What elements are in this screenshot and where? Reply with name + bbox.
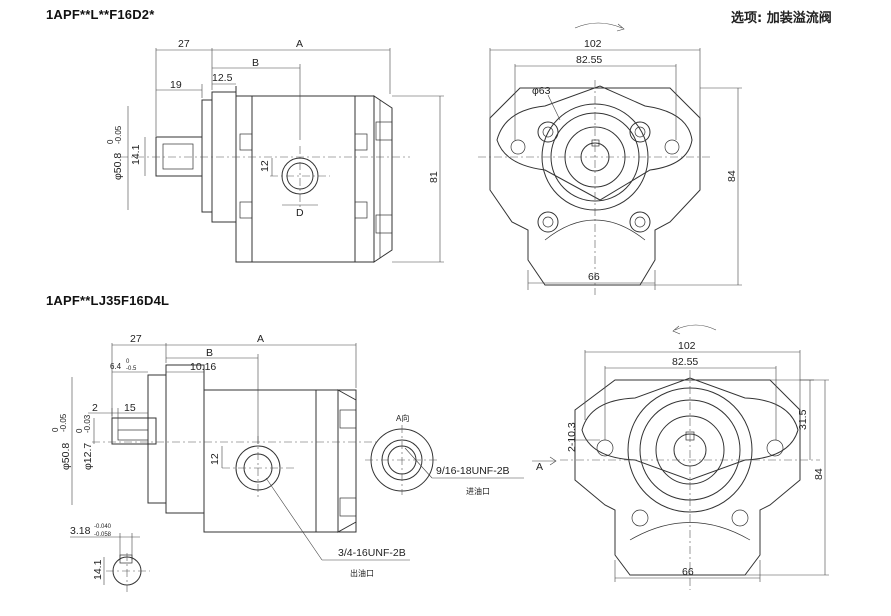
bottom-front-dim-66: 66 [682,566,694,578]
bottom-front-view: 102 82.55 2-10.3 A 31.5 84 66 [532,324,829,590]
top-dim-81: 81 [428,171,440,183]
bottom-dim-a: A [257,333,264,345]
key-dim-3-18-tol-top: -0.040 [94,524,112,530]
top-side-view: 27 A 19 B 12.5 14.1 φ50.8 0 -0.05 12 D 8… [106,38,444,263]
top-model-title: 1APF**L**F16D2* [46,7,155,22]
bottom-dim-6-4-tol-top: 0 [126,359,130,365]
bottom-front-view-arrow-label: A [536,461,543,473]
bottom-dim-key-tol-top: 0 [75,428,84,433]
bottom-dim-shaft-tol-bot: -0.05 [59,413,68,432]
bottom-outlet-thread: 3/4-16UNF-2B [338,547,406,559]
top-shaft-key [162,143,194,170]
bottom-dim-12: 12 [209,453,221,465]
top-dim-shaft: φ50.8 [112,153,124,180]
key-dim-3-18: 3.18 [70,525,91,537]
detail-inlet-label: 进油口 [466,486,490,496]
key-dim-3-18-tol-bot: -0.058 [94,532,112,538]
bottom-flange-ring [147,374,167,504]
bottom-front-dim-2-10-3: 2-10.3 [566,422,578,452]
bottom-dim-6-4: 6.4 [110,362,122,371]
detail-inlet-thread: 9/16-18UNF-2B [436,465,510,477]
top-dim-d: D [296,207,304,219]
top-pump-body [235,95,375,263]
top-front-dim-82-55: 82.55 [576,54,602,66]
top-front-dim-102: 102 [584,38,602,50]
bottom-shaft [111,417,157,445]
bottom-dim-10-16: 10.16 [190,361,216,373]
bottom-front-dim-84: 84 [813,468,825,480]
bottom-front-flange [581,377,799,481]
top-dim-12: 12 [259,160,271,172]
bottom-dim-key: φ12.7 [82,443,94,470]
bottom-mount-flange [165,364,205,514]
top-front-dim-84: 84 [726,170,738,182]
bottom-pump-body [203,389,357,533]
top-front-view: 102 82.55 φ63 84 66 [478,22,742,295]
top-dim-a: A [296,38,303,50]
bottom-model-title: 1APF**LJ35F16D4L [46,293,170,308]
top-dim-shaft-tol-top: 0 [106,139,115,144]
bottom-dim-27: 27 [130,333,142,345]
bottom-dim-shaft: φ50.8 [60,443,72,470]
bottom-dim-key-tol-bot: -0.03 [83,414,92,433]
bottom-front-dim-102: 102 [678,340,696,352]
top-dim-b: B [252,57,259,69]
bottom-front-outline [574,379,801,576]
top-dim-12-5: 12.5 [212,72,233,84]
bottom-side-view: 27 A 6.4 0 -0.5 B 10.16 2 15 φ50.8 0 -0.… [51,333,410,578]
top-rear-cover [373,95,393,263]
top-dim-14-1: 14.1 [130,144,142,165]
top-dim-27: 27 [178,38,190,50]
bottom-dim-15: 15 [124,402,136,414]
bottom-front-dim-31-5: 31.5 [797,409,809,430]
key-dim-14-1: 14.1 [92,559,104,580]
bottom-dim-6-4-tol-bot: -0.5 [126,366,137,372]
top-front-flange [496,85,693,201]
bottom-key-detail: 3.18 -0.040 -0.058 14.1 [70,524,150,592]
bottom-detail-a: A向 9/16-18UNF-2B 进油口 [365,413,524,496]
top-front-dim-66: 66 [588,271,600,283]
detail-view-label: A向 [396,413,409,423]
option-note: 选项: 加装溢流阀 [731,11,832,26]
bottom-outlet-label: 出油口 [350,568,374,578]
top-flange-ring [201,99,213,213]
bottom-dim-2: 2 [92,402,98,414]
top-dim-shaft-tol-bot: -0.05 [114,125,123,144]
top-front-dim-63: φ63 [532,85,551,97]
bottom-front-dim-82-55: 82.55 [672,356,698,368]
bottom-rear-cover [337,389,357,533]
bottom-dim-shaft-tol-top: 0 [51,427,60,432]
bottom-dim-b: B [206,347,213,359]
bottom-shaft-key [117,429,149,441]
top-dim-19: 19 [170,79,182,91]
